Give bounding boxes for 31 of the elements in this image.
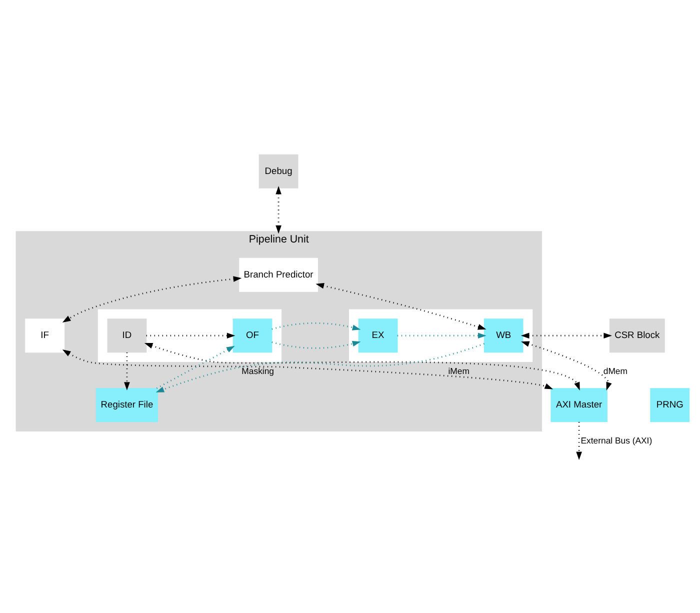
node-box: Debug xyxy=(258,154,298,188)
arrow xyxy=(520,341,612,391)
node-box: PRNG xyxy=(650,388,690,422)
edge-label: dMem xyxy=(603,366,628,376)
edge-label: External Bus (AXI) xyxy=(580,435,652,446)
arrow xyxy=(316,282,486,330)
arrow xyxy=(276,186,282,234)
node-box: OF xyxy=(232,318,272,353)
cluster xyxy=(98,309,282,362)
arrow xyxy=(520,332,612,339)
node-box: Register File xyxy=(96,388,158,422)
cluster xyxy=(349,309,533,362)
arrow xyxy=(272,322,361,349)
node-box: EX xyxy=(358,318,398,353)
node-box: ID xyxy=(107,318,147,353)
edge-label: iMem xyxy=(448,366,470,376)
arrow xyxy=(62,350,554,390)
arrow xyxy=(397,332,486,339)
arrow xyxy=(62,276,242,323)
node-box: IF xyxy=(25,318,65,353)
edge-label: Masking xyxy=(242,366,274,376)
node-box: Branch Predictor xyxy=(239,258,318,292)
node-box: CSR Block xyxy=(609,318,665,353)
arrow xyxy=(124,352,130,390)
arrow xyxy=(156,346,235,389)
arrow xyxy=(146,332,236,339)
node-box: WB xyxy=(484,318,524,353)
node-box: AXI Master xyxy=(550,388,608,422)
arrow xyxy=(576,422,582,460)
arrow xyxy=(156,343,484,392)
arrow xyxy=(144,343,580,390)
